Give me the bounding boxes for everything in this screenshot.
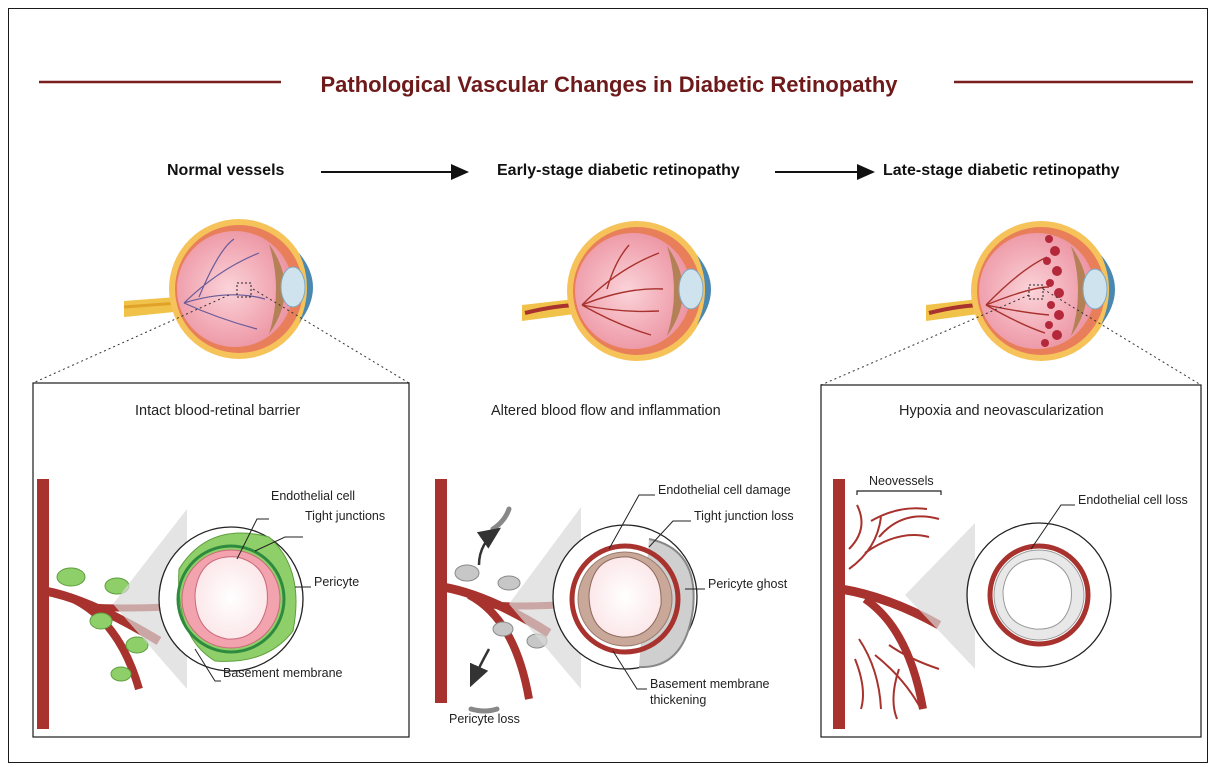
label-tight-junctions: Tight junctions	[305, 509, 385, 523]
panel-title-late: Hypoxia and neovascularization	[899, 403, 1104, 419]
eye-normal	[124, 219, 313, 359]
label-endothelial-cell: Endothelial cell	[271, 489, 355, 503]
eye-late	[926, 221, 1115, 361]
cross-section-normal	[159, 527, 303, 671]
panel-title-normal: Intact blood-retinal barrier	[135, 403, 300, 419]
label-pericyte-loss: Pericyte loss	[449, 712, 520, 726]
label-basement-thickening-2: thickening	[650, 693, 706, 707]
figure-title: Pathological Vascular Changes in Diabeti…	[9, 72, 1208, 98]
zoom-cone-late	[905, 523, 975, 669]
label-neovessels: Neovessels	[869, 474, 934, 488]
label-tight-junction-loss: Tight junction loss	[694, 509, 794, 523]
label-pericyte: Pericyte	[314, 575, 359, 589]
diagram-artwork	[9, 9, 1208, 763]
label-endothelial-damage: Endothelial cell damage	[658, 483, 791, 497]
eye-early	[522, 221, 711, 361]
stage-label-normal: Normal vessels	[167, 162, 284, 180]
label-basement-thickening-1: Basement membrane	[650, 677, 770, 691]
figure-frame: Pathological Vascular Changes in Diabeti…	[8, 8, 1208, 763]
panel-title-early: Altered blood flow and inflammation	[491, 403, 721, 419]
label-basement-membrane: Basement membrane	[223, 666, 343, 680]
label-pericyte-ghost: Pericyte ghost	[708, 577, 787, 591]
stage-label-early: Early-stage diabetic retinopathy	[497, 162, 740, 180]
stage-label-late: Late-stage diabetic retinopathy	[883, 162, 1120, 180]
cross-section-early	[553, 525, 697, 669]
cross-section-late	[967, 523, 1111, 667]
label-endothelial-loss: Endothelial cell loss	[1078, 493, 1188, 507]
